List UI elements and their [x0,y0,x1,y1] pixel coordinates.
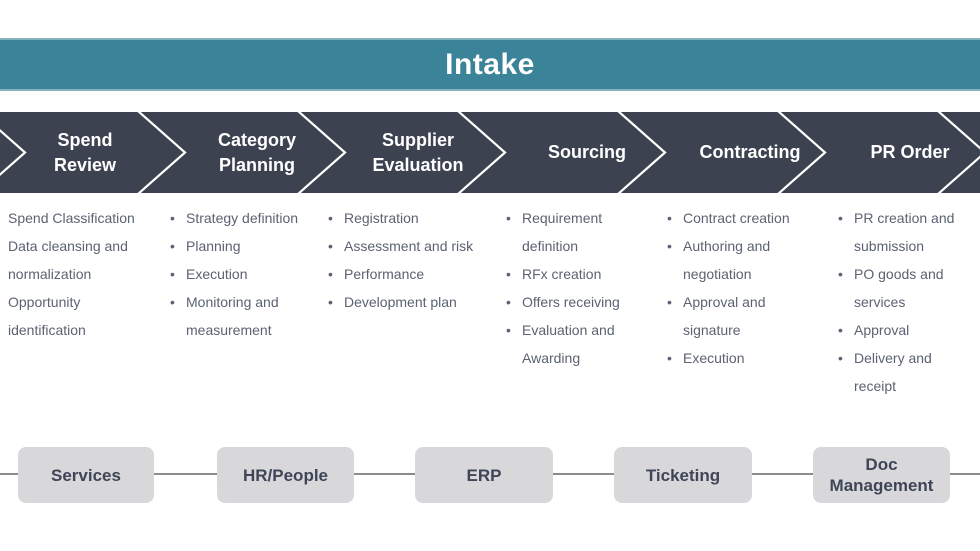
list-item-text: Monitoring and measurement [186,294,279,338]
bullet-icon [328,288,344,316]
chevron-right-icon [937,112,980,193]
chevron-right-icon [617,112,667,193]
list-item: Spend Classification [0,204,142,232]
list-item-text: Authoring and negotiation [683,238,771,282]
chevron-right-icon [0,128,27,177]
chevron-right-icon [457,112,507,193]
bullet-icon [506,316,522,372]
list-item-text: Planning [186,238,241,254]
list-item: Assessment and risk [328,232,484,260]
system-box-ticketing: Ticketing [614,447,752,503]
stage-items-pr-order: PR creation and submission PO goods and s… [838,204,964,400]
list-item: Opportunity identification [0,288,142,344]
list-item: Contract creation [667,204,801,232]
stage-items-supplier-evaluation: RegistrationAssessment and riskPerforman… [328,204,484,316]
list-item-text: PR creation and submission [854,210,955,254]
list-item: Execution [170,260,316,288]
list-item: Approval [838,316,964,344]
stage-label-category-planning: Category Planning [217,129,297,175]
stage-label-contracting: Contracting [699,142,801,162]
list-item-text: Performance [344,266,425,282]
list-item-text: Contract creation [683,210,790,226]
bullet-icon [667,344,683,372]
list-item: Monitoring and measurement [170,288,316,344]
stage-label-spend-review: Spend Review [53,129,117,175]
list-item-text: Execution [186,266,248,282]
system-box-erp: ERP [415,447,553,503]
list-item-text: Requirement definition [522,210,603,254]
bullet-icon [328,204,344,232]
process-stage-band: Spend Review Category Planning Supplier Ev… [0,112,980,193]
bullet-icon [170,288,186,344]
list-item: Performance [328,260,484,288]
list-item: Execution [667,344,801,372]
list-item: Strategy definition [170,204,316,232]
list-item-text: Approval and signature [683,294,766,338]
list-item-text: Delivery and receipt [854,350,932,394]
bullet-icon [838,260,854,316]
list-item: Requirement definition [506,204,640,260]
system-box-hr-people: HR/People [217,447,354,503]
bullet-icon [838,316,854,344]
stage-items-sourcing: Requirement definitionRFx creationOffers… [506,204,640,372]
bullet-icon [170,204,186,232]
list-item-text: Offers receiving [522,294,620,310]
chevron-right-icon [777,112,827,193]
list-item-text: RFx creation [522,266,602,282]
bullet-icon [506,204,522,260]
list-item: Offers receiving [506,288,640,316]
chevron-right-icon [297,112,347,193]
page-title: Intake [445,47,535,81]
stage-label-sourcing: Sourcing [547,142,626,162]
list-item-text: Registration [344,210,419,226]
list-item: Development plan [328,288,484,316]
bullet-icon [838,204,854,260]
list-item-text: Data cleansing and normalization [8,238,128,282]
list-item: PR creation and submission [838,204,964,260]
stage-items-contracting: Contract creationAuthoring and negotiati… [667,204,801,372]
bullet-icon [328,260,344,288]
chevron-right-icon [137,112,187,193]
list-item: Approval and signature [667,288,801,344]
bullet-icon [667,232,683,288]
chevron-arrow-separators [0,112,980,193]
list-item: Delivery and receipt [838,344,964,400]
list-item-text: Approval [854,322,910,338]
list-item: RFx creation [506,260,640,288]
list-item: Registration [328,204,484,232]
bullet-icon [506,288,522,316]
list-item-text: Spend Classification [8,210,135,226]
list-item-text: Execution [683,350,745,366]
list-item: Planning [170,232,316,260]
system-box-doc-management: Doc Management [813,447,950,503]
bullet-icon [170,260,186,288]
list-item-text: Strategy definition [186,210,299,226]
list-item-text: Opportunity identification [8,294,86,338]
intake-banner: Intake [0,38,980,91]
list-item-text: Assessment and risk [344,238,474,254]
stage-label-pr-order: PR Order [870,142,950,162]
list-item: Evaluation and Awarding [506,316,640,372]
bullet-icon [667,204,683,232]
system-box-services: Services [18,447,154,503]
list-item: Authoring and negotiation [667,232,801,288]
stage-items-category-planning: Strategy definitionPlanningExecutionMoni… [170,204,316,344]
bullet-icon [506,260,522,288]
bullet-icon [667,288,683,344]
bullet-icon [170,232,186,260]
list-item: PO goods and services [838,260,964,316]
list-item: Data cleansing and normalization [0,232,142,288]
list-item-text: Development plan [344,294,457,310]
stage-label-supplier-evaluation: Supplier Evaluation [372,129,464,175]
bullet-icon [328,232,344,260]
list-item-text: Evaluation and Awarding [522,322,615,366]
bullet-icon [838,344,854,400]
list-item-text: PO goods and services [854,266,944,310]
